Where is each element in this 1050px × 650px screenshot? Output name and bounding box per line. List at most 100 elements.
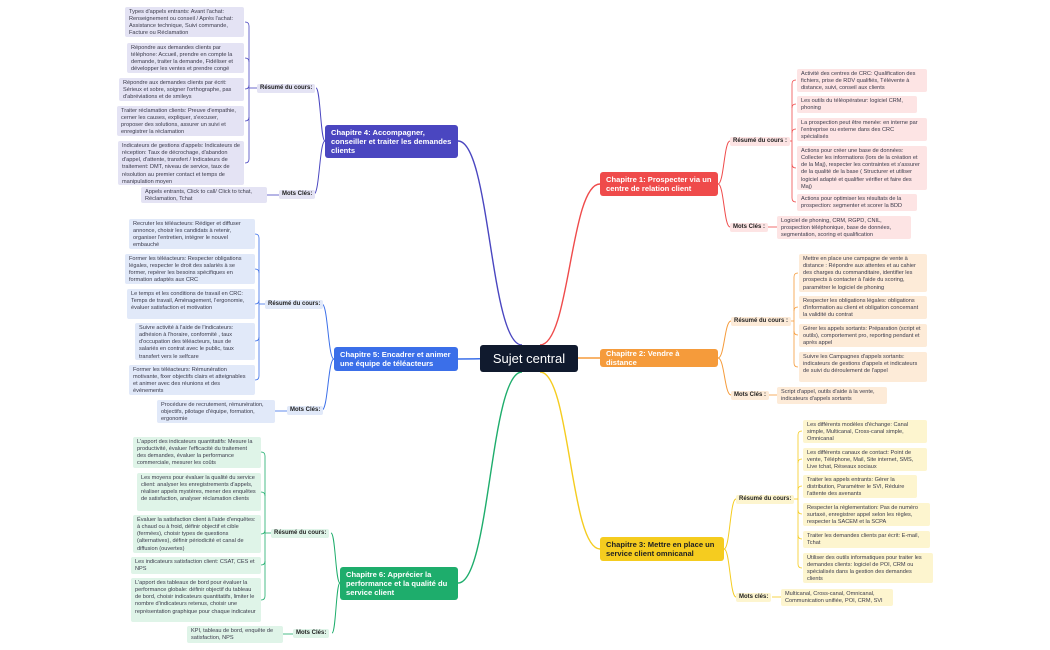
ch4-keywords-label[interactable]: Mots Clés:	[279, 190, 316, 200]
ch4-summary-bracket	[244, 57, 250, 63]
chapter-3-node[interactable]: Chapitre 3: Mettre en place un service c…	[600, 537, 724, 561]
branch-ch1	[539, 183, 601, 346]
ch3-summary-item[interactable]: Traiter les demandes clients par écrit: …	[803, 531, 930, 548]
branch-ch6	[457, 371, 523, 584]
ch6-summary-bracket	[260, 529, 266, 535]
ch6-summary-item[interactable]: Les moyens pour évaluer la qualité du se…	[137, 473, 261, 511]
ch3-keywords-label[interactable]: Mots clés:	[736, 593, 772, 603]
ch6-summary-bracket	[260, 595, 266, 601]
ch6-summary-link	[330, 532, 341, 584]
ch5-summary-bracket	[254, 268, 260, 274]
chapter-6-node[interactable]: Chapitre 6: Apprécier la performance et …	[340, 567, 458, 600]
ch6-summary-item[interactable]: Les indicateurs satisfaction client: CSA…	[131, 557, 261, 574]
ch6-summary-label[interactable]: Résumé du cours:	[271, 529, 330, 539]
ch2-summary-item[interactable]: Respecter les obligations légales: oblig…	[799, 296, 927, 319]
ch3-summary-label[interactable]: Résumé du cours:	[736, 495, 795, 505]
ch1-summary-link	[717, 140, 731, 185]
ch6-keywords-link	[331, 582, 341, 634]
ch4-keywords-link	[313, 140, 326, 195]
ch1-keywords-label[interactable]: Mots Clés :	[730, 223, 769, 233]
ch3-summary-link	[723, 498, 737, 550]
ch4-summary-item[interactable]: Types d'appels entrants: Avant l'achat: …	[125, 7, 244, 37]
ch1-summary-bracket	[791, 103, 797, 109]
ch3-summary-item[interactable]: Utiliser des outils informatiques pour t…	[803, 553, 933, 583]
ch5-summary-label[interactable]: Résumé du cours:	[265, 300, 324, 310]
ch4-summary-bracket	[244, 21, 250, 27]
ch5-summary-bracket	[254, 375, 260, 381]
ch5-summary-item[interactable]: Recruter les téléacteurs: Rédiger et dif…	[129, 219, 255, 249]
ch5-summary-link	[321, 303, 335, 360]
ch4-summary-item[interactable]: Traiter réclamation clients: Preuve d'em…	[117, 106, 244, 136]
ch6-keywords[interactable]: KPI, tableau de bord, enquête de satisfa…	[187, 626, 283, 643]
ch2-summary-bracket	[793, 362, 799, 368]
ch5-summary-item[interactable]: Le temps et les conditions de travail en…	[127, 289, 255, 319]
chapter-1-node[interactable]: Chapitre 1: Prospecter via un centre de …	[600, 172, 718, 196]
ch1-summary-bracket	[791, 79, 797, 85]
ch2-summary-bracket	[793, 330, 799, 336]
central-topic[interactable]: Sujet central	[480, 345, 578, 372]
ch6-summary-item[interactable]: Évaluer la satisfaction client à l'aide …	[133, 515, 261, 553]
ch5-summary-bracket	[254, 336, 260, 342]
chapter-4-node[interactable]: Chapitre 4: Accompagner, conseiller et t…	[325, 125, 458, 158]
ch5-summary-item[interactable]: Former les téléacteurs: Rémunération mot…	[129, 365, 255, 395]
ch1-keywords[interactable]: Logiciel de phoning, CRM, RGPD, CNIL, pr…	[777, 216, 911, 239]
ch3-summary-item[interactable]: Les différents canaux de contact: Point …	[803, 448, 927, 471]
ch4-keywords[interactable]: Appels entrants, Click to call/ Click to…	[141, 187, 267, 203]
ch1-summary-item[interactable]: Activité des centres de CRC: Qualificati…	[797, 69, 927, 92]
ch3-summary-bracket	[797, 563, 803, 569]
ch5-keywords-label[interactable]: Mots Clés:	[287, 406, 324, 416]
ch3-summary-bracket	[797, 430, 803, 436]
ch5-keywords[interactable]: Procédure de recrutement, rémunération, …	[157, 400, 275, 423]
branch-ch3	[539, 371, 601, 550]
ch2-summary-item[interactable]: Suivre les Campagnes d'appels sortants: …	[799, 352, 927, 382]
ch3-summary-bracket	[797, 509, 803, 515]
ch2-summary-link	[717, 320, 732, 359]
ch4-summary-bracket	[244, 158, 250, 164]
ch4-summary-item[interactable]: Indicateurs de gestions d'appels: Indica…	[118, 141, 244, 185]
ch1-summary-item[interactable]: Les outils du téléopérateur: logiciel CR…	[797, 96, 917, 113]
ch2-summary-item[interactable]: Gérer les appels sortants: Préparation (…	[799, 324, 927, 347]
ch1-summary-label[interactable]: Résumé du cours :	[730, 137, 791, 147]
ch5-summary-item[interactable]: Suivre activité à l'aide de l'indicateur…	[135, 323, 255, 360]
ch2-keywords[interactable]: Script d'appel, outils d'aide à la vente…	[777, 387, 887, 404]
ch5-keywords-link	[321, 358, 335, 411]
ch4-summary-item[interactable]: Répondre aux demandes clients par écrit:…	[119, 78, 244, 101]
ch1-summary-item[interactable]: Actions pour créer une base de données: …	[797, 146, 927, 190]
ch3-summary-item[interactable]: Respecter la réglementation: Pas de numé…	[803, 503, 930, 526]
ch1-summary-bracket	[791, 128, 797, 134]
ch2-summary-label[interactable]: Résumé du cours :	[731, 317, 792, 327]
ch1-summary-item[interactable]: Actions pour optimiser les résultats de …	[797, 194, 917, 211]
ch2-keywords-label[interactable]: Mots Clés :	[731, 391, 770, 401]
ch3-summary-item[interactable]: Les différents modèles d'échange: Canal …	[803, 420, 927, 443]
ch1-keywords-link	[717, 183, 731, 228]
ch3-summary-item[interactable]: Traiter les appels entrants: Gérer la di…	[803, 475, 917, 498]
ch2-summary-bracket	[793, 306, 799, 312]
ch6-summary-item[interactable]: L'apport des indicateurs quantitatifs: M…	[133, 437, 261, 468]
chapter-5-node[interactable]: Chapitre 5: Encadrer et animer une équip…	[334, 347, 458, 371]
ch3-summary-bracket	[797, 485, 803, 491]
chapter-2-node[interactable]: Chapitre 2: Vendre à distance	[600, 349, 718, 367]
ch3-summary-bracket	[797, 458, 803, 464]
ch6-summary-bracket	[260, 491, 266, 497]
ch2-summary-item[interactable]: Mettre en place une campagne de vente à …	[799, 254, 927, 292]
ch2-summary-bracket	[793, 272, 799, 278]
branch-ch4	[457, 140, 523, 346]
ch1-summary-item[interactable]: La prospection peut être menée: en inter…	[797, 118, 927, 141]
ch3-summary-bracket	[797, 534, 803, 540]
ch6-summary-bracket	[260, 451, 266, 457]
ch6-summary-bracket	[260, 560, 266, 566]
ch1-summary-bracket	[791, 163, 797, 169]
ch3-keywords-link	[723, 548, 737, 598]
ch5-summary-item[interactable]: Former les téléacteurs: Respecter obliga…	[125, 254, 255, 284]
ch4-summary-item[interactable]: Répondre aux demandes clients par téléph…	[127, 43, 244, 73]
ch6-summary-item[interactable]: L'apport des tableaux de bord pour évalu…	[131, 578, 261, 622]
ch4-summary-bracket	[244, 116, 250, 122]
ch3-keywords[interactable]: Multicanal, Cross-canal, Omnicanal, Comm…	[781, 589, 893, 606]
ch4-summary-link	[315, 87, 326, 142]
ch2-keywords-link	[717, 357, 732, 396]
ch4-summary-label[interactable]: Résumé du cours:	[257, 84, 316, 94]
ch5-summary-bracket	[254, 233, 260, 239]
ch4-summary-bracket	[244, 84, 250, 90]
ch6-keywords-label[interactable]: Mots Clés:	[293, 629, 330, 639]
